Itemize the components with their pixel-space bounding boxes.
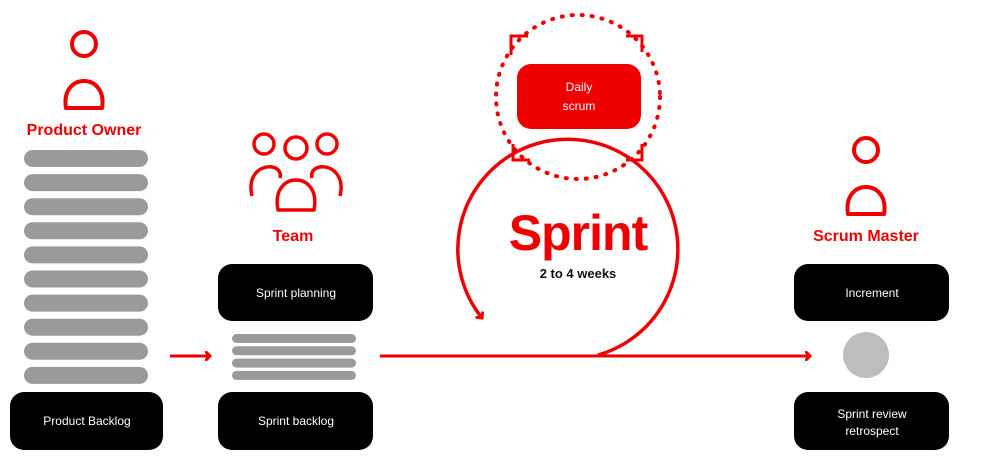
sprint-duration: 2 to 4 weeks	[540, 266, 617, 281]
scrum-master-icon	[845, 136, 887, 216]
product-backlog-item	[24, 294, 148, 312]
sprint-planning-box	[218, 264, 373, 321]
sprint-cycle-arrow	[456, 137, 680, 357]
scrum-master-label: Scrum Master	[813, 228, 919, 245]
sprint-planning-label: Sprint planning	[256, 286, 336, 300]
sprint-review-box	[794, 392, 949, 450]
product-backlog-stack	[24, 150, 148, 384]
sprint-backlog-item	[232, 370, 356, 380]
product-backlog-item	[24, 342, 148, 360]
increment-box	[794, 264, 949, 321]
product-backlog-item	[24, 174, 148, 192]
product-backlog-item	[24, 246, 148, 264]
increment-label: Increment	[845, 286, 899, 300]
product-backlog-item	[24, 366, 148, 384]
product-owner-icon	[63, 30, 105, 110]
sprint-backlog-box	[218, 392, 373, 450]
sprint-backlog-item	[232, 346, 356, 356]
product-backlog-item	[24, 318, 148, 336]
daily-scrum-box	[517, 64, 641, 129]
team-icon	[249, 132, 343, 212]
product-owner-label: Product Owner	[27, 122, 142, 139]
product-backlog-label: Product Backlog	[43, 414, 130, 428]
daily-cycle-dotted-ring	[494, 13, 662, 181]
sprint-title: Sprint	[509, 205, 649, 261]
product-backlog-item	[24, 198, 148, 216]
team-label: Team	[273, 228, 314, 245]
increment-dot	[843, 332, 889, 378]
product-backlog-item	[24, 270, 148, 288]
product-backlog-item	[24, 150, 148, 167]
product-backlog-item	[24, 222, 148, 240]
sprint-backlog-item	[232, 334, 356, 343]
daily-scrum-line2: scrum	[563, 99, 596, 113]
sprint-review-line1: Sprint review	[837, 407, 907, 421]
sprint-backlog-stack	[232, 334, 356, 380]
daily-scrum-line1: Daily	[566, 80, 593, 94]
daily-cycle-arrows	[509, 34, 644, 162]
sprint-backlog-label: Sprint backlog	[258, 414, 334, 428]
sprint-review-line2: retrospect	[845, 424, 899, 438]
sprint-backlog-item	[232, 358, 356, 368]
product-backlog-box	[10, 392, 163, 450]
